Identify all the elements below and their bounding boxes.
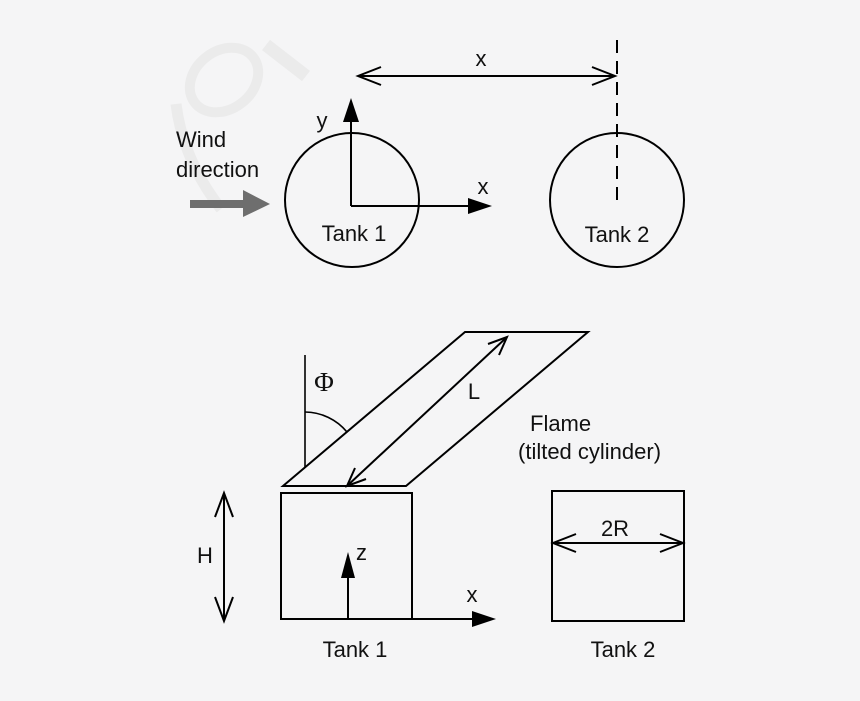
tank1-x-axis-label: x	[478, 174, 489, 199]
tank1-y-axis-label: y	[317, 108, 328, 133]
flame-caption-line2: (tilted cylinder)	[518, 439, 661, 464]
diameter-arrowhead-left	[550, 533, 577, 553]
watermark-bar	[262, 39, 310, 82]
flame-length-arrowhead-top	[487, 335, 509, 356]
tank1-z-axis-arrowhead	[341, 552, 355, 578]
tank1-square	[280, 492, 413, 620]
tank1-x-axis-arrowhead	[468, 198, 492, 214]
tank2-side-label: Tank 2	[591, 637, 656, 662]
flame-polygon	[280, 331, 591, 487]
flame-caption-line1: Flame	[530, 411, 591, 436]
flame-length-arrowhead-bottom	[345, 467, 367, 488]
distance-arrowhead-left	[355, 66, 382, 86]
tilt-angle-label: Φ	[314, 367, 334, 397]
wind-direction-label-line2: direction	[176, 157, 259, 182]
tank1-side-x-axis-arrowhead	[472, 611, 496, 627]
tank2-top-label: Tank 2	[585, 222, 650, 247]
height-arrowhead-bottom	[214, 596, 234, 624]
flame-length-label: L	[468, 379, 480, 404]
wind-direction-label-line1: Wind	[176, 127, 226, 152]
diameter-label: 2R	[601, 516, 629, 541]
height-arrowhead-top	[214, 490, 234, 518]
watermark-ring	[184, 42, 264, 118]
tank1-side-label: Tank 1	[323, 637, 388, 662]
diameter-arrowhead-right	[659, 533, 686, 553]
tank1-y-axis-arrowhead	[343, 98, 359, 122]
tank2-square	[551, 490, 685, 622]
watermark-arc	[170, 103, 226, 213]
tank2-circle	[549, 132, 685, 268]
tilt-angle-arc	[304, 411, 348, 433]
top-view: Wind direction x y x Tank 1 Tank 2	[176, 40, 685, 268]
distance-arrowhead-right	[591, 66, 618, 86]
distance-label: x	[476, 46, 487, 71]
side-view: L Φ Flame (tilted cylinder) H z x Tank 1	[197, 331, 686, 662]
wind-arrow-icon	[190, 190, 270, 217]
watermark	[170, 39, 310, 213]
tank1-top-label: Tank 1	[322, 221, 387, 246]
tank1-z-axis-label: z	[356, 540, 367, 565]
height-label: H	[197, 543, 213, 568]
flame-length-arrow-line	[346, 336, 508, 487]
tank1-side-x-axis-label: x	[467, 582, 478, 607]
